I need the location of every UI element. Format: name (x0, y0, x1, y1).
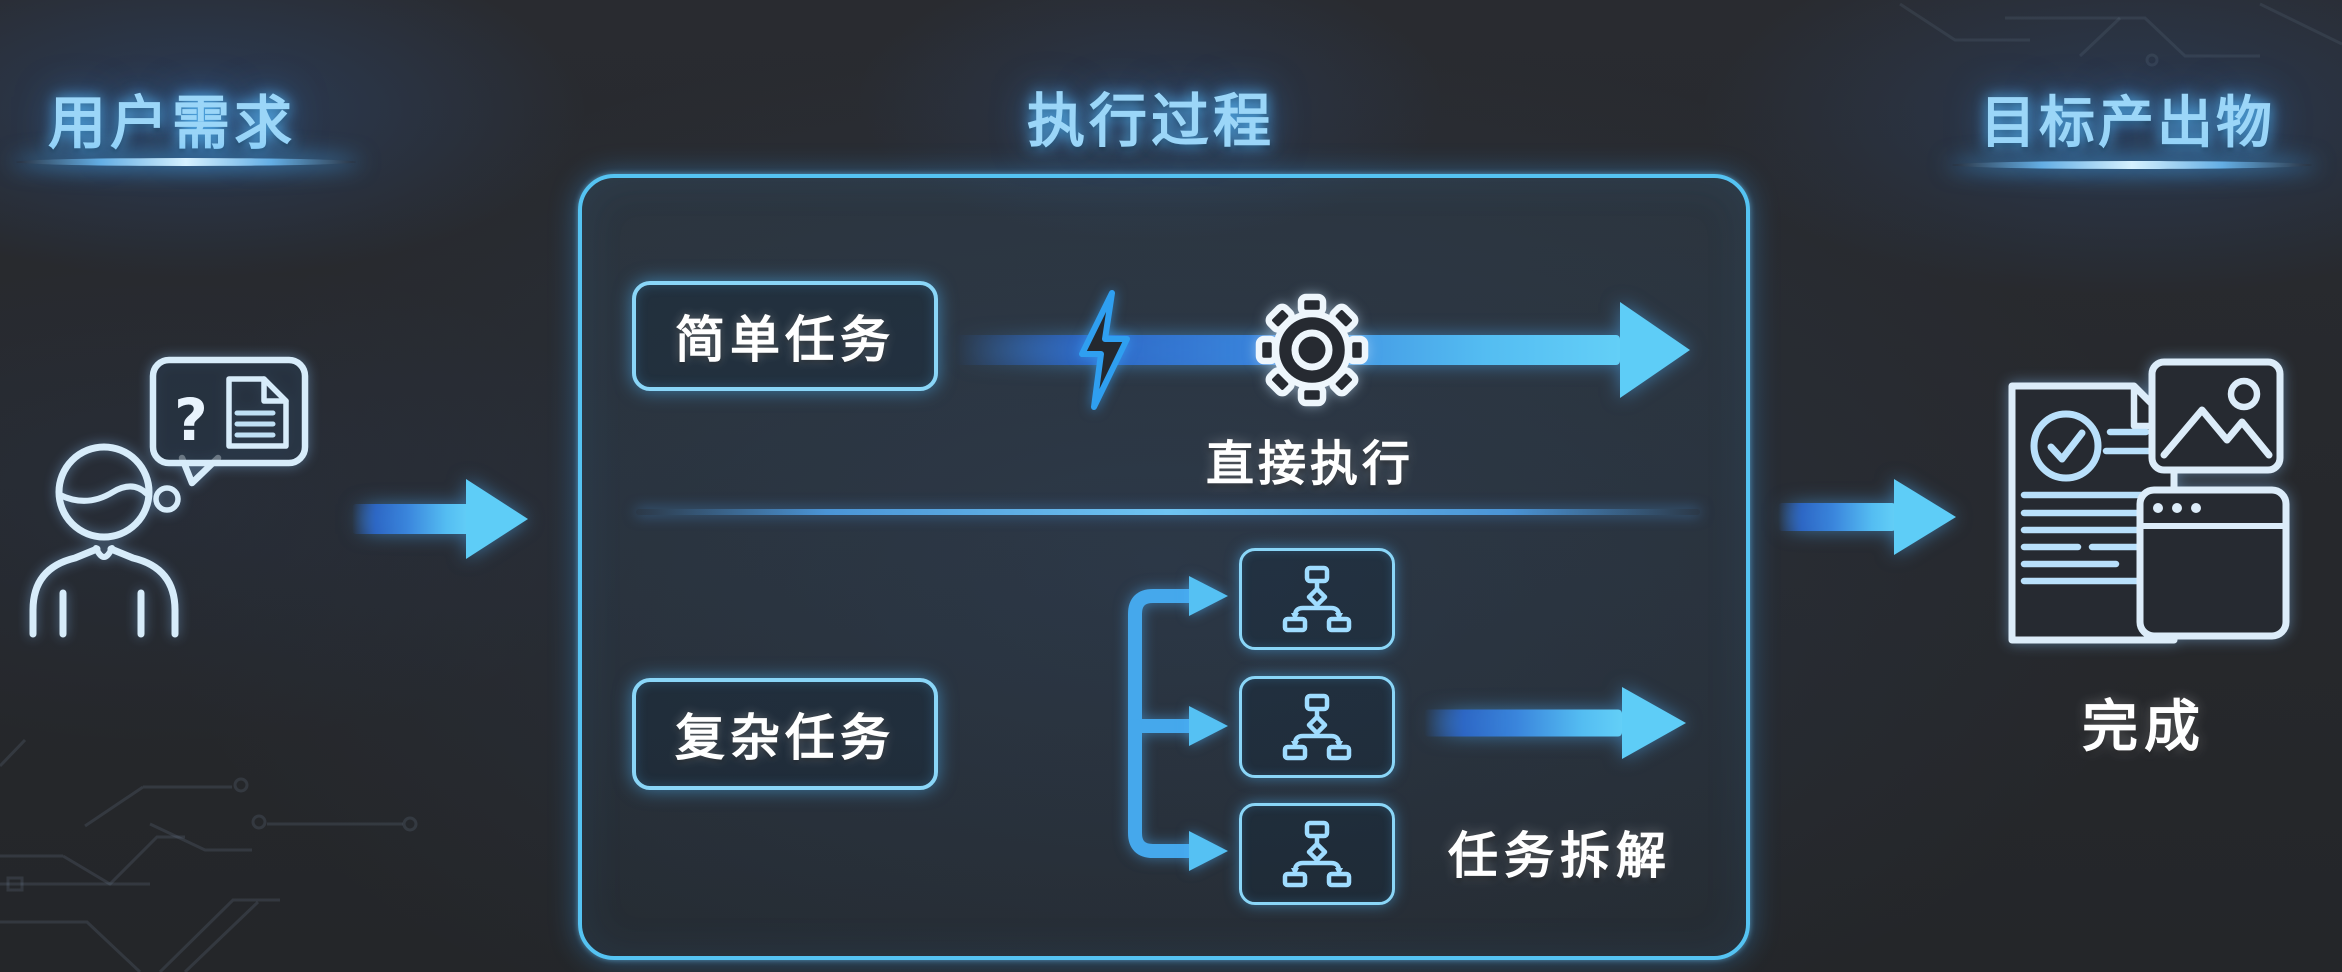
image-icon (2148, 358, 2284, 474)
bubble-document-icon (226, 376, 289, 449)
arrow-user-to-process (352, 477, 528, 561)
task-tree-icon (1282, 820, 1352, 888)
branch-connector (961, 576, 1228, 871)
task-decompose-label: 任务拆解 (1448, 827, 1672, 885)
panel-divider (636, 509, 1700, 515)
subtask-box-1 (1239, 548, 1395, 650)
gear-icon (1255, 293, 1369, 407)
complex-task-box: 复杂任务 (632, 678, 938, 790)
task-tree-icon (1282, 693, 1352, 761)
check-circle-icon (2030, 410, 2102, 482)
circuit-decoration-bottom-left (0, 738, 418, 972)
person-icon (29, 443, 179, 638)
speech-bubble-tail (178, 454, 222, 487)
branch-arrowhead-middle (1189, 706, 1228, 746)
deliverables-title-underline (1952, 161, 2312, 169)
user-demand-title: 用户需求 (48, 89, 297, 157)
direct-execute-label: 直接执行 (1206, 436, 1415, 492)
circuit-decoration-top-right (1899, 2, 2342, 67)
task-tree-icon (1282, 565, 1352, 633)
done-label: 完成 (2082, 695, 2206, 760)
speech-bubble-dot (153, 485, 181, 513)
arrow-process-to-output (1778, 476, 1956, 558)
complex-task-label: 复杂任务 (675, 709, 895, 767)
arrow-after-decompose (1424, 679, 1686, 767)
lightning-icon (1079, 290, 1130, 410)
deliverables-title: 目标产出物 (1980, 91, 2275, 156)
process-title: 执行过程 (1026, 87, 1275, 155)
deliverables-icons (2008, 358, 2290, 644)
simple-task-label: 简单任务 (675, 311, 895, 369)
branch-arrowhead-top (1189, 576, 1228, 616)
browser-window-icon (2136, 486, 2290, 640)
process-panel (578, 174, 1750, 960)
check-mark (2047, 429, 2086, 463)
subtask-box-3 (1239, 803, 1395, 905)
user-demand-title-underline (16, 158, 356, 166)
user-with-speech-bubble-icon: ? (29, 356, 309, 638)
question-mark: ? (174, 386, 208, 454)
simple-task-box: 简单任务 (632, 281, 938, 391)
subtask-box-2 (1239, 676, 1395, 778)
branch-arrowhead-bottom (1189, 831, 1228, 871)
